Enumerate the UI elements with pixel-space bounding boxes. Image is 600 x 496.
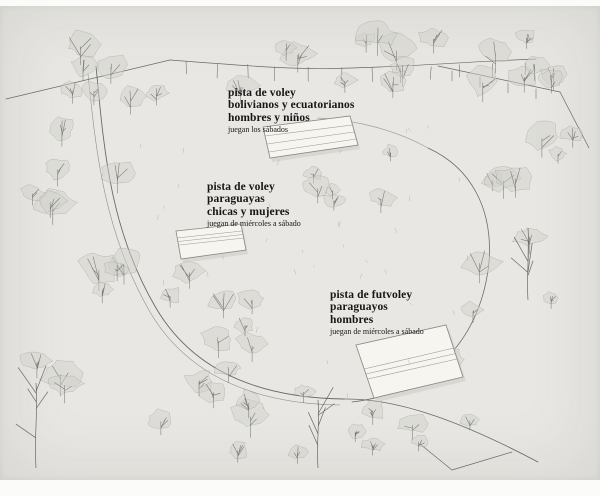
court-1-schedule: juegan los sábados	[228, 125, 288, 135]
fence-line-right	[437, 65, 590, 149]
court-2-group-1: paraguayas	[207, 193, 265, 206]
court-3-title: pista de futvoley	[330, 289, 413, 301]
court-1-voley	[262, 115, 359, 159]
path-loop-outer	[95, 65, 345, 400]
court-3-group-2: hombres	[330, 313, 374, 326]
path-loop-inner	[87, 73, 341, 406]
court-2-title: pista de voley	[207, 181, 275, 193]
court-1-group-1: bolivianos y ecuatorianos	[228, 99, 355, 112]
court-2-schedule: juegan de miércoles a sábado	[207, 219, 301, 229]
annotation-court-3: pista de futvoley paraguayos hombres jue…	[330, 289, 424, 338]
courts	[175, 115, 466, 402]
court-1-court-lines	[264, 124, 357, 153]
bottom-right-lines	[419, 443, 513, 471]
ground-texture-marks	[140, 125, 468, 410]
annotation-court-1: pista de voley bolivianos y ecuatorianos…	[228, 87, 354, 136]
annotation-court-2: pista de voley paraguayas chicas y mujer…	[207, 181, 301, 230]
fence-line-top	[169, 58, 537, 69]
boundary-line-left	[5, 59, 171, 100]
court-1-group-2: hombres y niños	[228, 111, 310, 124]
court-1-title: pista de voley	[228, 87, 296, 99]
court-3-futvoley	[355, 324, 464, 399]
court-2-court-lines	[176, 230, 245, 246]
tree-grove	[15, 20, 583, 469]
court-3-court-lines	[363, 347, 458, 380]
court-3-schedule: juegan de miércoles a sábado	[330, 327, 424, 337]
court-2-group-2: chicas y mujeres	[207, 205, 290, 218]
court-3-group-1: paraguayos	[330, 301, 388, 314]
